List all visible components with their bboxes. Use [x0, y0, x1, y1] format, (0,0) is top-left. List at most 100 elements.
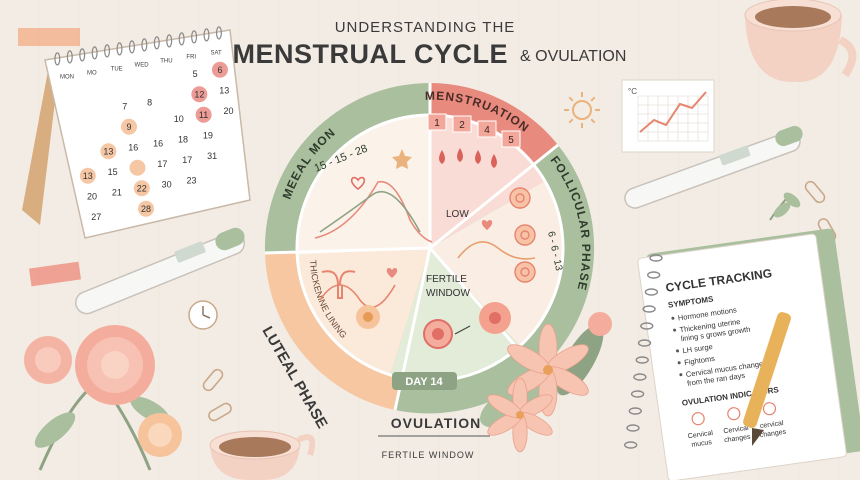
calendar-date: 19 [203, 130, 213, 140]
egg-icon [423, 319, 453, 349]
symptom-item: LH surge [682, 342, 713, 355]
menstruation-day: 2 [459, 120, 465, 131]
calendar-date: 8 [147, 97, 152, 107]
calendar-day-header: MO [87, 70, 97, 76]
indicator-item: Cervical [687, 430, 713, 441]
peony-flowers [24, 325, 182, 471]
clock-icon [188, 300, 218, 330]
fertile-label-2: WINDOW [426, 288, 470, 299]
calendar-date: 27 [91, 212, 101, 222]
indicator-item: mucus [691, 439, 713, 449]
calendar: MON MO TUE WED THU FRI SAT 5 6 7 8 12 13 9 10 11 20 13 16… [22, 26, 251, 239]
leaf-sprig [769, 192, 801, 221]
moon-icon [285, 88, 305, 111]
calendar-page [44, 29, 251, 239]
day-14-label: DAY 14 [405, 376, 443, 388]
calendar-date: 9 [127, 122, 132, 132]
calendar-date: 7 [122, 101, 127, 111]
coffee-cup-bottom [209, 430, 316, 480]
coffee-cup-top [744, 0, 857, 82]
thermometer-right [624, 125, 803, 209]
calendar-date: 13 [83, 171, 93, 181]
indicator-item: Cervical [723, 425, 749, 436]
calendar-date: 16 [153, 138, 163, 148]
curve-lh [319, 190, 421, 233]
calendar-stand [22, 60, 60, 225]
title-line-2: MENSTRUAL CYCLE [232, 39, 508, 69]
menstruation-days: 1 2 4 5 [427, 113, 521, 148]
fertile-label-1: FERTILE [426, 274, 467, 285]
hormone-level-label: LOW [446, 209, 469, 220]
flower-icon [356, 305, 380, 329]
calendar-date: 16 [128, 142, 138, 152]
menstruation-day: 1 [434, 118, 440, 129]
calendar-day-header: MON [60, 74, 74, 80]
calendar-date: 23 [186, 175, 196, 185]
tape-top [18, 28, 80, 46]
blossom-icon [479, 302, 511, 334]
tape-left [28, 261, 82, 287]
blood-drops [439, 148, 497, 168]
calendar-date: 20 [223, 106, 233, 116]
indicator-item: cervical [760, 420, 785, 430]
calendar-day-header: SAT [211, 50, 223, 56]
indicator-item: changes [759, 429, 787, 440]
title-line-3: & OVULATION [520, 48, 626, 65]
calendar-day-header: WED [135, 62, 150, 68]
calendar-date: 21 [112, 187, 122, 197]
calendar-date: 28 [141, 204, 151, 214]
calendar-date: 20 [87, 191, 97, 201]
indicator-item: changes [724, 434, 752, 445]
curve-estrogen [314, 180, 433, 243]
heart-icon [350, 176, 366, 191]
heart-icon-luteal [386, 267, 398, 278]
calendar-date: 11 [199, 110, 208, 120]
thermometer-left [75, 227, 245, 315]
fertile-window-label: FERTILE WINDOW [382, 450, 475, 460]
pen-tip [752, 428, 764, 446]
heart-icon-small [481, 219, 493, 230]
calendar-date: 17 [157, 159, 167, 169]
calendar-day-header: THU [160, 58, 172, 64]
notebook: CYCLE TRACKING SYMPTOMS Hormone motionsT… [624, 228, 860, 480]
sun-icon [564, 92, 600, 128]
calendar-grid: 5 6 7 8 12 13 9 10 11 20 13 16 16 18 19 13 15 17 17 31 20 21 2… [79, 61, 233, 222]
calendar-date: 5 [193, 69, 198, 79]
calendar-date: 30 [162, 179, 172, 189]
curve-follicular [457, 241, 536, 260]
calendar-date: 13 [219, 85, 229, 95]
calendar-date: 18 [178, 134, 188, 144]
ovulation-label: OVULATION [391, 415, 481, 431]
calendar-date: 10 [174, 114, 184, 124]
day-14-badge [392, 372, 457, 390]
arrow-icon [454, 325, 471, 335]
lily-flowers [480, 312, 612, 453]
calendar-day-headers: MON MO TUE WED THU FRI SAT [60, 50, 222, 80]
calendar-date: 22 [137, 183, 147, 193]
calendar-date: 13 [103, 146, 113, 156]
calendar-date: 15 [108, 167, 118, 177]
curve-luteal [319, 284, 396, 309]
temperature-line [639, 91, 707, 133]
indicators-list: CervicalmucusCervicalchangescervicalchan… [687, 402, 787, 449]
paperclips [202, 180, 837, 422]
calendar-day-header: FRI [186, 54, 196, 60]
symptom-item: Fightoms [684, 354, 716, 367]
calendar-spiral [54, 26, 222, 66]
temperature-chart: °C [621, 79, 715, 153]
cycle-wheel: MENSTRUATION FOLLICULAR PHASE MEEAL MON … [264, 82, 595, 414]
uterus-icon [321, 270, 356, 299]
calendar-date: 6 [217, 65, 222, 75]
pen [743, 312, 791, 428]
menstruation-day: 5 [508, 135, 514, 146]
menstruation-day: 4 [484, 125, 490, 136]
calendar-date: 12 [194, 89, 204, 99]
calendar-date: 17 [182, 155, 192, 165]
calendar-date: 31 [207, 151, 217, 161]
temperature-unit: °C [628, 87, 637, 96]
calendar-day-header: TUE [111, 66, 123, 72]
title-line-1: UNDERSTANDING THE [335, 19, 516, 36]
follicle-icons [509, 187, 536, 283]
